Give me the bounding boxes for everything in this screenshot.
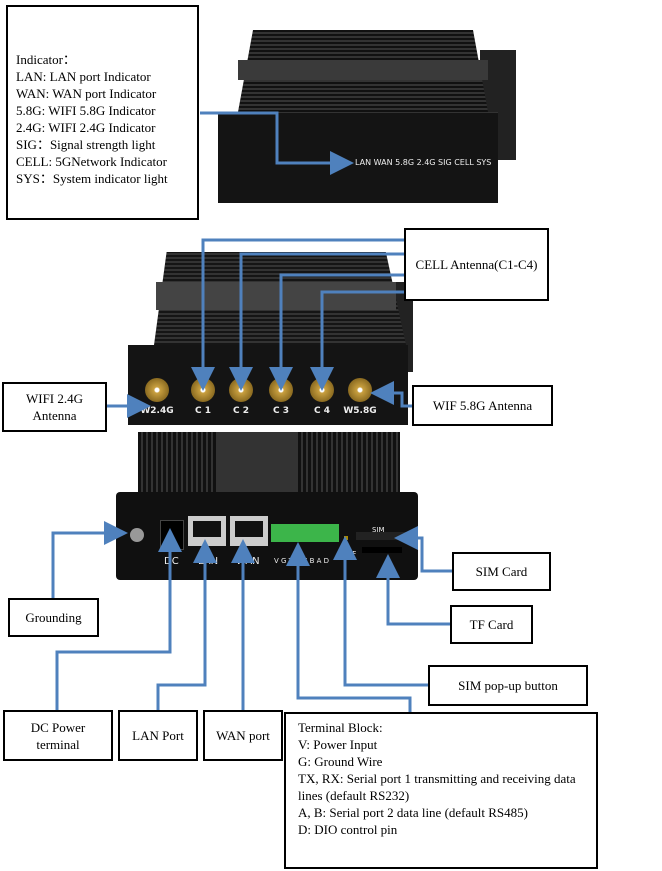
antenna-port-label: W5.8G bbox=[343, 406, 377, 416]
device-front-view: LAN WAN 5.8G 2.4G SIG CELL SYS bbox=[218, 30, 518, 203]
indicator-line-item: SIG：Signal strength light bbox=[16, 137, 156, 152]
antenna-port-label: C 1 bbox=[194, 406, 211, 416]
sma-connector[interactable] bbox=[191, 378, 215, 402]
dc-power-box: DC Power terminal bbox=[3, 710, 113, 761]
indicator-line-item: 5.8G: WIFI 5.8G Indicator bbox=[16, 103, 156, 118]
cell-antenna-label: CELL Antenna(C1-C4) bbox=[415, 257, 538, 272]
tf-label: TF bbox=[348, 550, 357, 558]
sim-card-label: SIM Card bbox=[475, 564, 528, 579]
terminal-line-item: D: DIO control pin bbox=[298, 822, 398, 837]
dc-power-label: DC Power terminal bbox=[30, 719, 86, 752]
terminal-block[interactable] bbox=[271, 524, 339, 542]
antenna-port-label: C 2 bbox=[232, 406, 249, 416]
sma-connector[interactable] bbox=[310, 378, 334, 402]
wifi58-label: WIF 5.8G Antenna bbox=[432, 398, 533, 413]
cell-antenna-box: CELL Antenna(C1-C4) bbox=[404, 228, 549, 301]
antenna-port-label: W2.4G bbox=[140, 406, 174, 416]
lan-port[interactable] bbox=[188, 516, 226, 546]
indicator-line-item: WAN: WAN port Indicator bbox=[16, 86, 157, 101]
dc-jack[interactable] bbox=[160, 520, 184, 550]
antenna-port-label: C 4 bbox=[313, 406, 330, 416]
wan-port-label: WAN port bbox=[216, 728, 270, 743]
lan-port-box: LAN Port bbox=[118, 710, 198, 761]
wifi24-box: WIFI 2.4G Antenna bbox=[2, 382, 107, 432]
terminal-line-item: TX, RX: Serial port 1 transmitting and r… bbox=[298, 771, 576, 803]
heatsink-band bbox=[156, 282, 396, 310]
wan-label: WAN bbox=[236, 556, 260, 567]
indicator-line-item: 2.4G: WIFI 2.4G Indicator bbox=[16, 120, 156, 135]
sma-connector[interactable] bbox=[145, 378, 169, 402]
sim-slot[interactable] bbox=[356, 532, 408, 540]
terminal-label: V G TXRX B A D bbox=[274, 557, 330, 565]
antenna-port-label: C 3 bbox=[272, 406, 289, 416]
device-rear-view: DC LAN WAN V G TXRX B A D TF SIM bbox=[116, 432, 418, 580]
wifi24-label: WIFI 2.4G Antenna bbox=[25, 391, 84, 423]
wan-port[interactable] bbox=[230, 516, 268, 546]
terminal-line-item: V: Power Input bbox=[298, 737, 378, 752]
tf-card-label: TF Card bbox=[469, 617, 514, 632]
grounding-screw bbox=[130, 528, 144, 542]
sma-connector[interactable] bbox=[348, 378, 372, 402]
heatsink-band bbox=[216, 432, 296, 494]
lan-port-label: LAN Port bbox=[132, 728, 184, 743]
sim-popup-label: SIM pop-up button bbox=[458, 678, 558, 693]
indicator-title: Indicator： bbox=[16, 52, 76, 67]
dc-label: DC bbox=[164, 556, 179, 567]
heatsink-band bbox=[238, 60, 488, 80]
wifi58-box: WIF 5.8G Antenna bbox=[412, 385, 553, 426]
lan-label: LAN bbox=[198, 556, 219, 567]
sim-label: SIM bbox=[372, 526, 385, 534]
terminal-line-item: A, B: Serial port 2 data line (default R… bbox=[298, 805, 528, 820]
indicator-line-item: LAN: LAN port Indicator bbox=[16, 69, 151, 84]
indicator-line-item: SYS：System indicator light bbox=[16, 171, 168, 186]
device-antenna-view: W2.4G C 1 C 2 C 3 C 4 W5.8G bbox=[126, 252, 416, 428]
terminal-title: Terminal Block: bbox=[298, 720, 383, 735]
sim-card-box: SIM Card bbox=[452, 552, 551, 591]
terminal-block-box: Terminal Block: V: Power Input G: Ground … bbox=[284, 712, 598, 869]
grounding-label: Grounding bbox=[25, 610, 82, 625]
led-labels: LAN WAN 5.8G 2.4G SIG CELL SYS bbox=[355, 158, 492, 167]
sim-popup-button[interactable] bbox=[344, 536, 348, 540]
grounding-box: Grounding bbox=[8, 598, 99, 637]
grounding-line bbox=[51, 521, 128, 598]
terminal-line-item: G: Ground Wire bbox=[298, 754, 383, 769]
wan-port-box: WAN port bbox=[203, 710, 283, 761]
sim-popup-box: SIM pop-up button bbox=[428, 665, 588, 706]
indicator-line-item: CELL: 5GNetwork Indicator bbox=[16, 154, 167, 169]
tf-card-box: TF Card bbox=[450, 605, 533, 644]
tf-slot[interactable] bbox=[362, 547, 402, 553]
sma-connector[interactable] bbox=[229, 378, 253, 402]
sma-connector[interactable] bbox=[269, 378, 293, 402]
